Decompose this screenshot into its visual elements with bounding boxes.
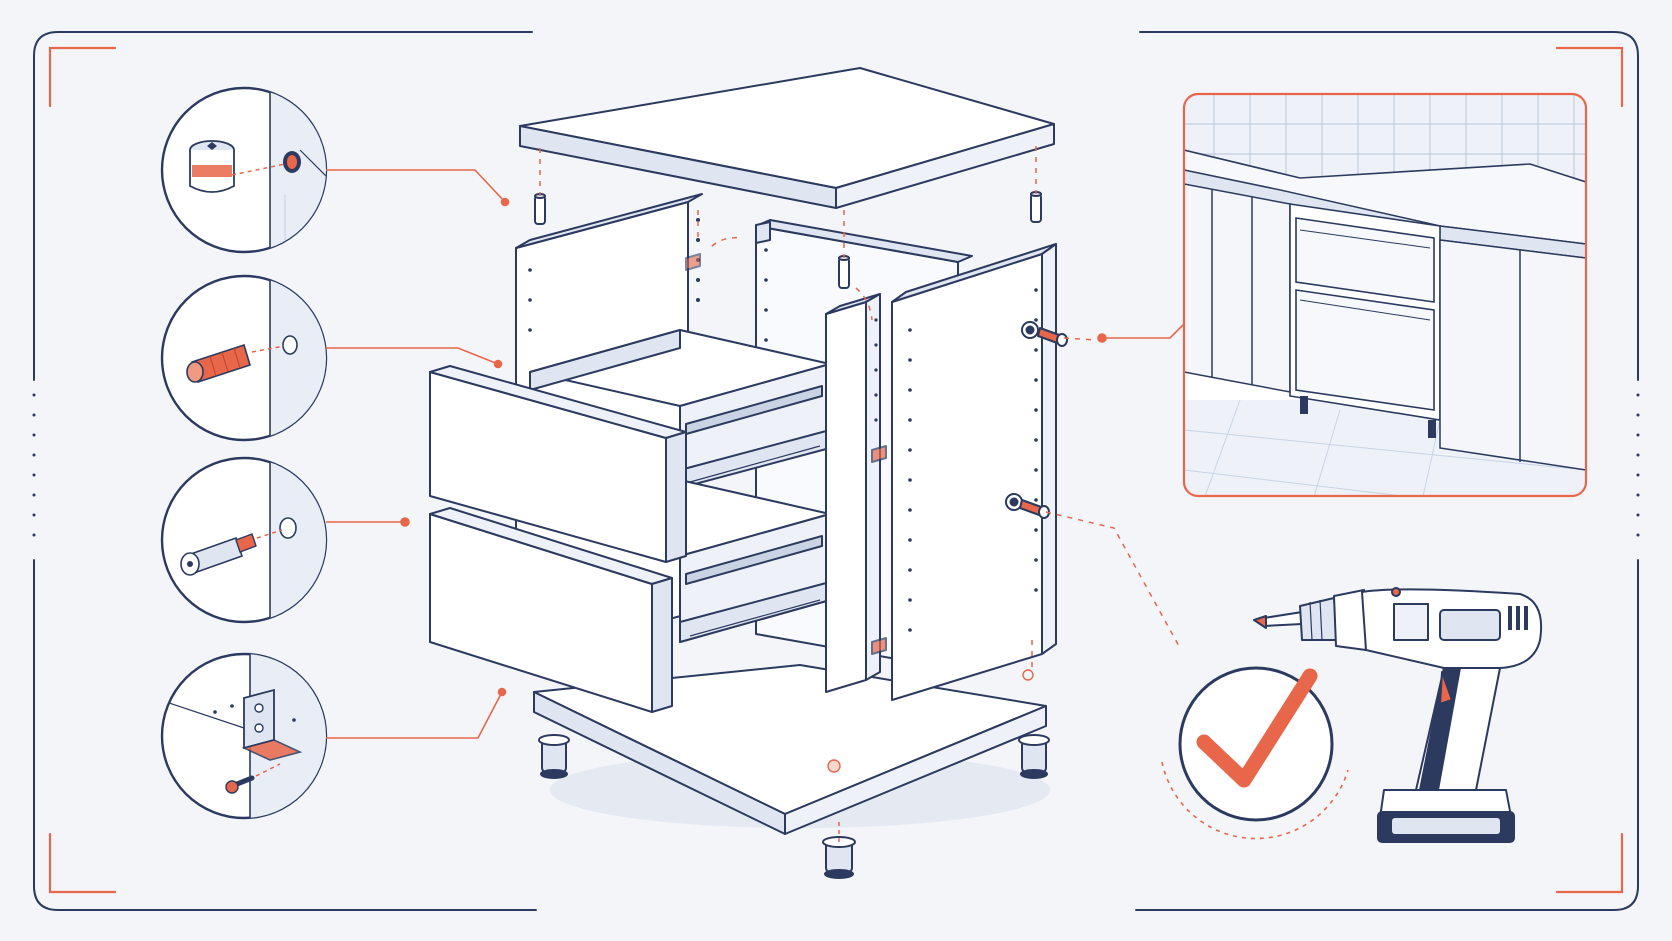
cabinet-exploded-view (429, 67, 1068, 879)
dowel-right (1030, 191, 1042, 223)
right-panel-cam-holes (1005, 321, 1039, 511)
detail-cam-bolt (160, 456, 328, 624)
bracket-screw-icon (225, 763, 281, 794)
leveling-leg-front (822, 836, 856, 879)
corner-bracket-top-right (1555, 46, 1624, 108)
frame-top-left (33, 31, 533, 381)
front-stile (825, 293, 887, 693)
angle-bracket-icon (241, 688, 303, 761)
drill-trigger (1439, 671, 1453, 705)
checkmark-icon (1161, 666, 1349, 840)
dowel-center (838, 255, 850, 289)
dowel-left (534, 193, 546, 225)
cordless-drill-icon (1253, 587, 1542, 843)
upper-drawer-box (529, 329, 831, 489)
back-bracket (755, 221, 771, 244)
frame-side-dots (32, 393, 1640, 537)
top-dowels (534, 191, 1042, 289)
lower-drawer-front (429, 507, 673, 713)
corner-bracket-top-left (48, 46, 117, 108)
top-panel (519, 67, 1055, 209)
corner-bracket-bottom-right (1555, 832, 1624, 894)
leader-cam-lock (326, 169, 506, 203)
leveling-leg-left (538, 734, 570, 779)
installed-kitchen-drawer-unit (1182, 92, 1588, 498)
outer-frame (32, 31, 1640, 911)
detail-wooden-dowel (160, 274, 328, 442)
upper-drawer-front (429, 365, 687, 563)
right-side-panel (891, 243, 1057, 701)
detail-angle-bracket (160, 652, 328, 820)
left-panel-bracket (685, 253, 701, 271)
kitchen-left-cabinets (1184, 183, 1291, 393)
assembly-guide-lines (539, 146, 1181, 670)
kitchen-drawer-unit (1289, 203, 1441, 438)
drill-bit (1263, 611, 1303, 627)
corner-brackets (48, 46, 1624, 894)
frame-top-right (1139, 31, 1639, 381)
frame-bottom-right (1135, 559, 1639, 911)
leader-angle-bracket (326, 691, 503, 739)
cam-bolt-icon (180, 533, 257, 576)
side-cam-bolt-upper (1037, 327, 1068, 347)
leader-dowel (326, 347, 499, 365)
drill-clutch (1333, 589, 1367, 651)
stile-fitting (871, 445, 887, 463)
leader-kitchen (1097, 323, 1185, 343)
detail-cam-lock (160, 86, 328, 254)
leveling-leg-right (1018, 734, 1050, 779)
wooden-dowel-icon (186, 343, 251, 384)
frame-bottom-left (33, 559, 537, 911)
drill-chuck (1299, 597, 1339, 641)
kitchen-right-cabinets (1439, 239, 1586, 471)
detail-leader-lines (326, 169, 510, 739)
cam-lock-icon (189, 140, 235, 193)
corner-bracket-bottom-left (48, 832, 117, 894)
